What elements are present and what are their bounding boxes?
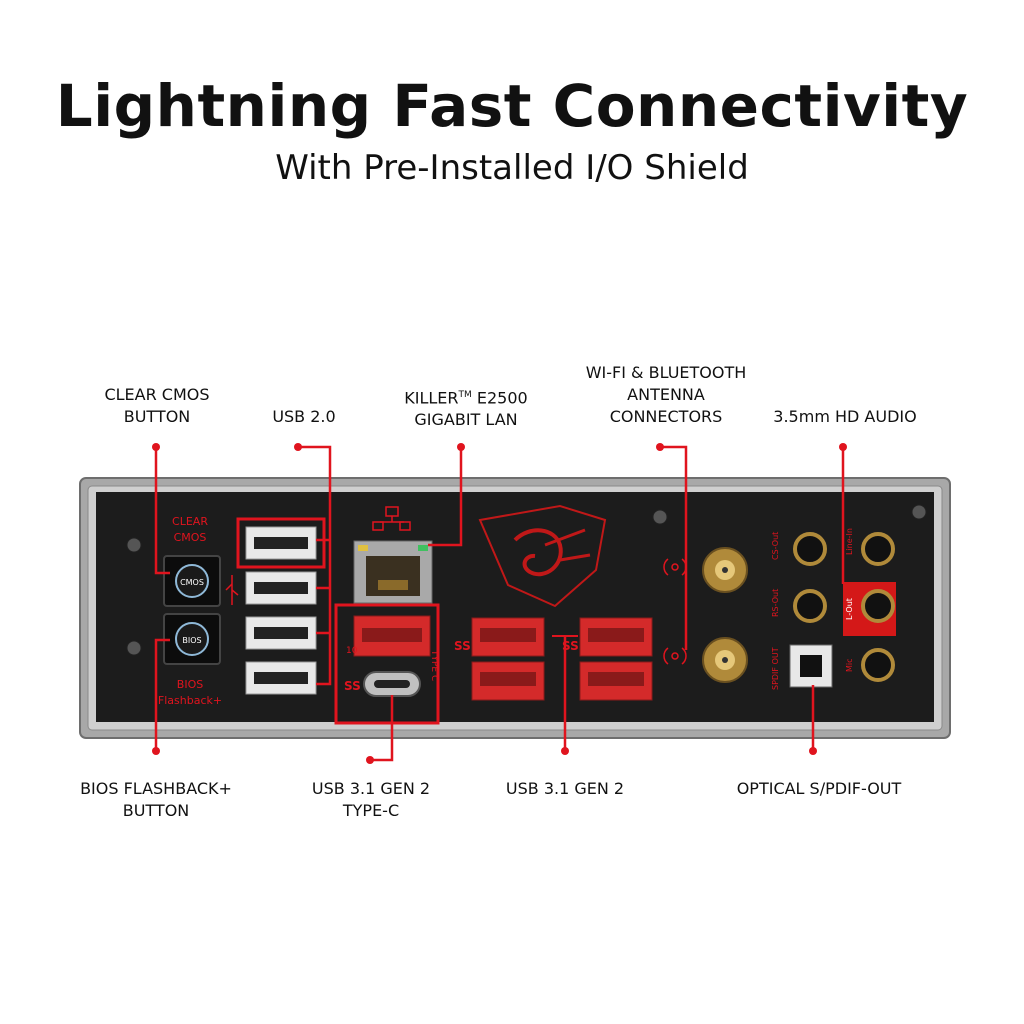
callout-leaders xyxy=(154,445,845,762)
panel-ss-mid: SS xyxy=(454,639,471,653)
panel-type-c: TYPE C xyxy=(429,649,439,681)
panel-mic: Mic xyxy=(845,658,854,672)
callout-lan-model: E2500 xyxy=(471,388,528,408)
usb-icon xyxy=(225,575,239,605)
callout-optical: OPTICAL S/PDIF-OUT xyxy=(736,779,902,798)
panel-bios-line2: Flashback+ xyxy=(158,694,222,707)
spdif-optical-port: SPDIF OUT xyxy=(771,644,833,690)
clear-cmos-button[interactable]: CMOS xyxy=(163,555,221,607)
network-icon xyxy=(372,506,411,531)
panel-cs-out: CS-Out xyxy=(771,532,780,560)
callout-bios-line2: BUTTON xyxy=(122,801,190,820)
callout-lan-line2: GIGABIT LAN xyxy=(414,410,518,430)
usb20-ports xyxy=(236,517,326,695)
callout-lan-tm: TM xyxy=(458,390,472,400)
callout-typec-line2: TYPE-C xyxy=(342,801,400,820)
callout-clear-cmos: CLEAR CMOS BUTTON xyxy=(92,384,222,428)
callout-usb20: USB 2.0 xyxy=(272,407,336,426)
panel-clear-cmos-line1: CLEAR xyxy=(172,515,208,528)
callout-lan: KILLERTM E2500 GIGABIT LAN xyxy=(386,384,546,431)
panel-ss-10: 10 xyxy=(346,646,358,656)
antenna-connectors xyxy=(663,547,748,683)
audio-jacks: CS-Out RS-Out L-Out Line-In Mic xyxy=(771,528,896,682)
panel-bios-line1: BIOS xyxy=(177,678,203,691)
screw-icon xyxy=(126,504,927,656)
callout-typec-line1: USB 3.1 GEN 2 xyxy=(311,779,431,798)
callout-bios-flashback: BIOS FLASHBACK+ BUTTON xyxy=(66,778,246,822)
callout-audio: 3.5mm HD AUDIO xyxy=(773,407,917,426)
antenna-icon xyxy=(663,558,687,665)
panel-ss-left: SS xyxy=(344,679,361,693)
bios-button-label: BIOS xyxy=(182,636,201,645)
callout-usb31-typec: USB 3.1 GEN 2 TYPE-C xyxy=(296,778,446,822)
callout-usb31: USB 3.1 GEN 2 xyxy=(505,779,625,798)
panel-rs-out: RS-Out xyxy=(771,589,780,617)
panel-line-in: Line-In xyxy=(845,528,854,555)
page-title: Lightning Fast Connectivity xyxy=(55,72,969,140)
msi-dragon-shield-icon xyxy=(478,504,607,608)
panel-clear-cmos-line2: CMOS xyxy=(174,531,207,544)
bios-flashback-button[interactable]: BIOS xyxy=(163,613,221,665)
callout-bios-line1: BIOS FLASHBACK+ xyxy=(80,779,232,798)
panel-l-out: L-Out xyxy=(845,598,854,620)
callout-wifi: WI-FI & BLUETOOTH ANTENNA CONNECTORS xyxy=(566,362,766,428)
callout-wifi-line3: CONNECTORS xyxy=(609,407,723,426)
callout-wifi-line2: ANTENNA xyxy=(627,385,705,404)
lan-port xyxy=(353,506,433,604)
page-subtitle: With Pre-Installed I/O Shield xyxy=(275,148,749,188)
usb-typec-port xyxy=(363,671,421,697)
usb31-ports: SS SS xyxy=(454,617,653,701)
panel-spdif-out: SPDIF OUT xyxy=(771,647,780,690)
callout-clear-cmos-line1: CLEAR CMOS xyxy=(104,385,210,404)
callout-dots xyxy=(152,443,847,764)
callout-clear-cmos-line2: BUTTON xyxy=(123,407,191,426)
callout-lan-brand: KILLER xyxy=(404,388,459,408)
cmos-button-label: CMOS xyxy=(180,578,204,587)
callout-wifi-line1: WI-FI & BLUETOOTH xyxy=(585,363,747,382)
